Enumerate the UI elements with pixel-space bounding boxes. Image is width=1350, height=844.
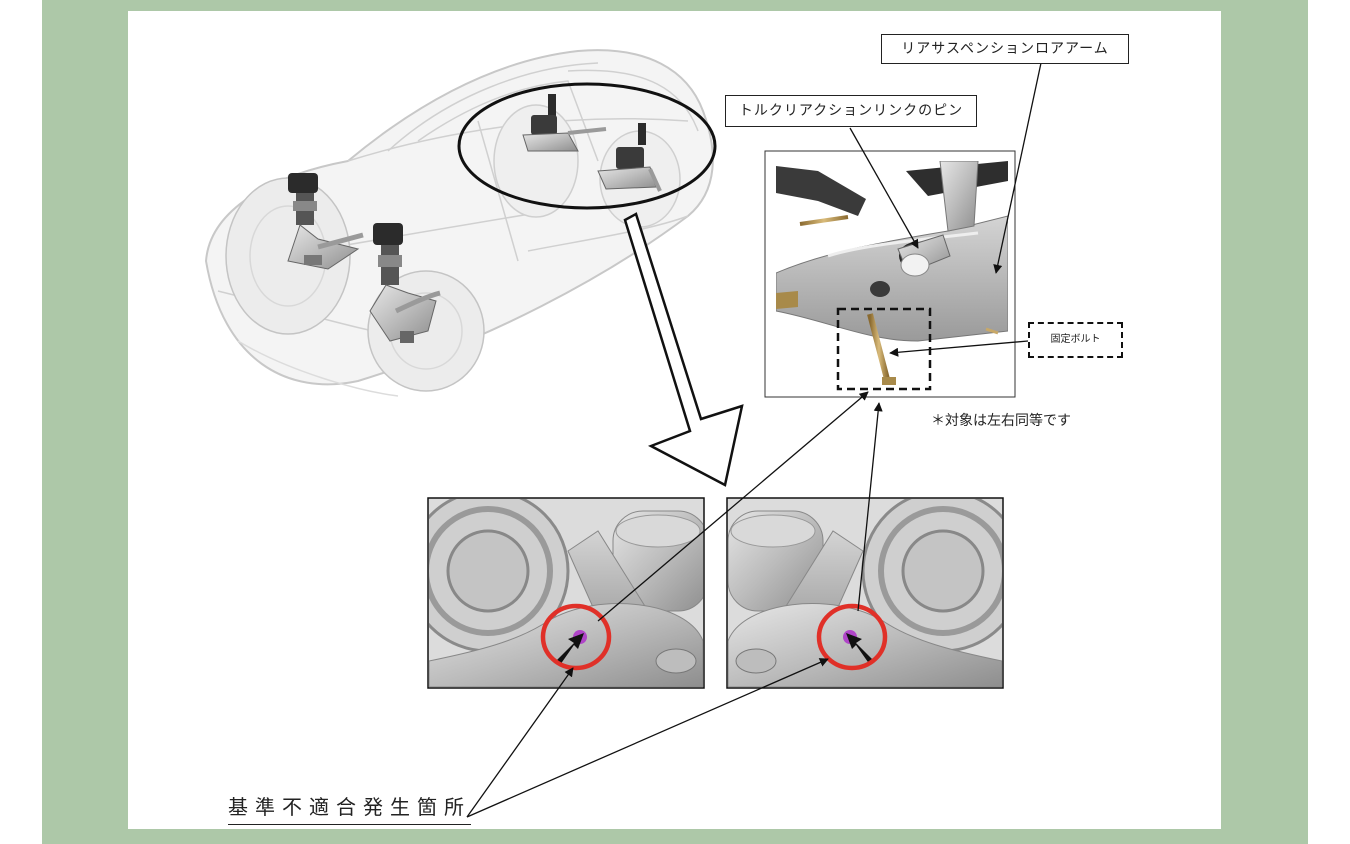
leader-left-to-bolt [597, 391, 869, 622]
label-rear-lower-arm: リアサスペンションロアアーム [881, 34, 1129, 64]
recall-diagram-sheet: リアサスペンションロアアーム トルクリアクションリンクのピン 固定ボルト ＊対象… [128, 11, 1221, 829]
callout-arrow [623, 212, 744, 487]
frame-left [0, 0, 42, 844]
label-torque-link-pin: トルクリアクションリンクのピン [725, 95, 977, 127]
leader-lower-arm [993, 62, 1042, 274]
frame-right [1308, 0, 1350, 844]
leader-torque-pin [849, 127, 919, 249]
leader-right-to-bolt [857, 402, 883, 612]
left-bottom-photo [427, 497, 705, 689]
rear-suspension-parts [522, 94, 662, 192]
leader-lines [466, 62, 1042, 818]
front-suspension-left [287, 173, 364, 270]
label-fixing-bolt: 固定ボルト [1028, 322, 1123, 358]
rear-suspension-detail-photo [764, 150, 1016, 398]
left-nonconformity-circle [540, 603, 612, 671]
right-bottom-photo [726, 497, 1004, 689]
diagram-canvas [204, 49, 1042, 818]
front-suspension-right [369, 223, 441, 343]
leader-fixing-bolt [889, 340, 1029, 357]
note-left-right-same: ＊対象は左右同等です [931, 413, 1071, 429]
right-nonconformity-circle [816, 603, 888, 671]
label-nonconformity-location: 基準不適合発生箇所 [228, 791, 471, 825]
leader-label-left [466, 667, 574, 818]
rear-suspension-highlight-ellipse [457, 82, 717, 210]
leader-label-right [466, 658, 829, 818]
